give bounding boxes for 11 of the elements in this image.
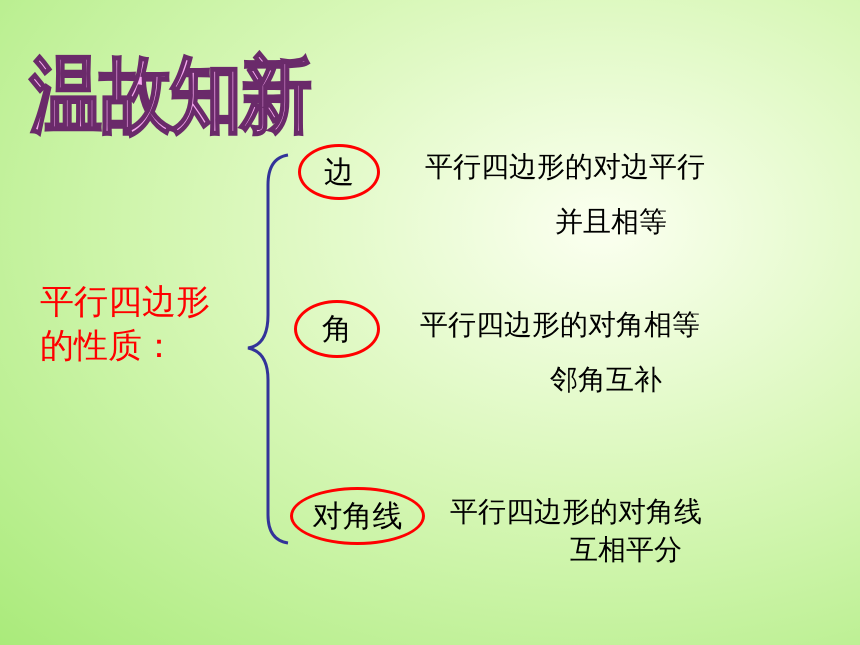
description-text: 邻角互补 — [550, 362, 662, 398]
description-text: 平行四边形的对边平行 — [425, 149, 705, 185]
oval-label: 边 — [298, 144, 380, 200]
heading-text: 平行四边形的性质： — [40, 281, 211, 368]
description-text: 互相平分 — [570, 532, 682, 568]
oval-label: 对角线 — [290, 487, 425, 545]
oval-label: 角 — [294, 300, 380, 358]
description-text: 平行四边形的对角线 — [450, 494, 702, 530]
description-text: 并且相等 — [555, 204, 667, 240]
title-wordart: 温故知新 — [30, 46, 310, 146]
description-text: 平行四边形的对角相等 — [420, 307, 700, 343]
